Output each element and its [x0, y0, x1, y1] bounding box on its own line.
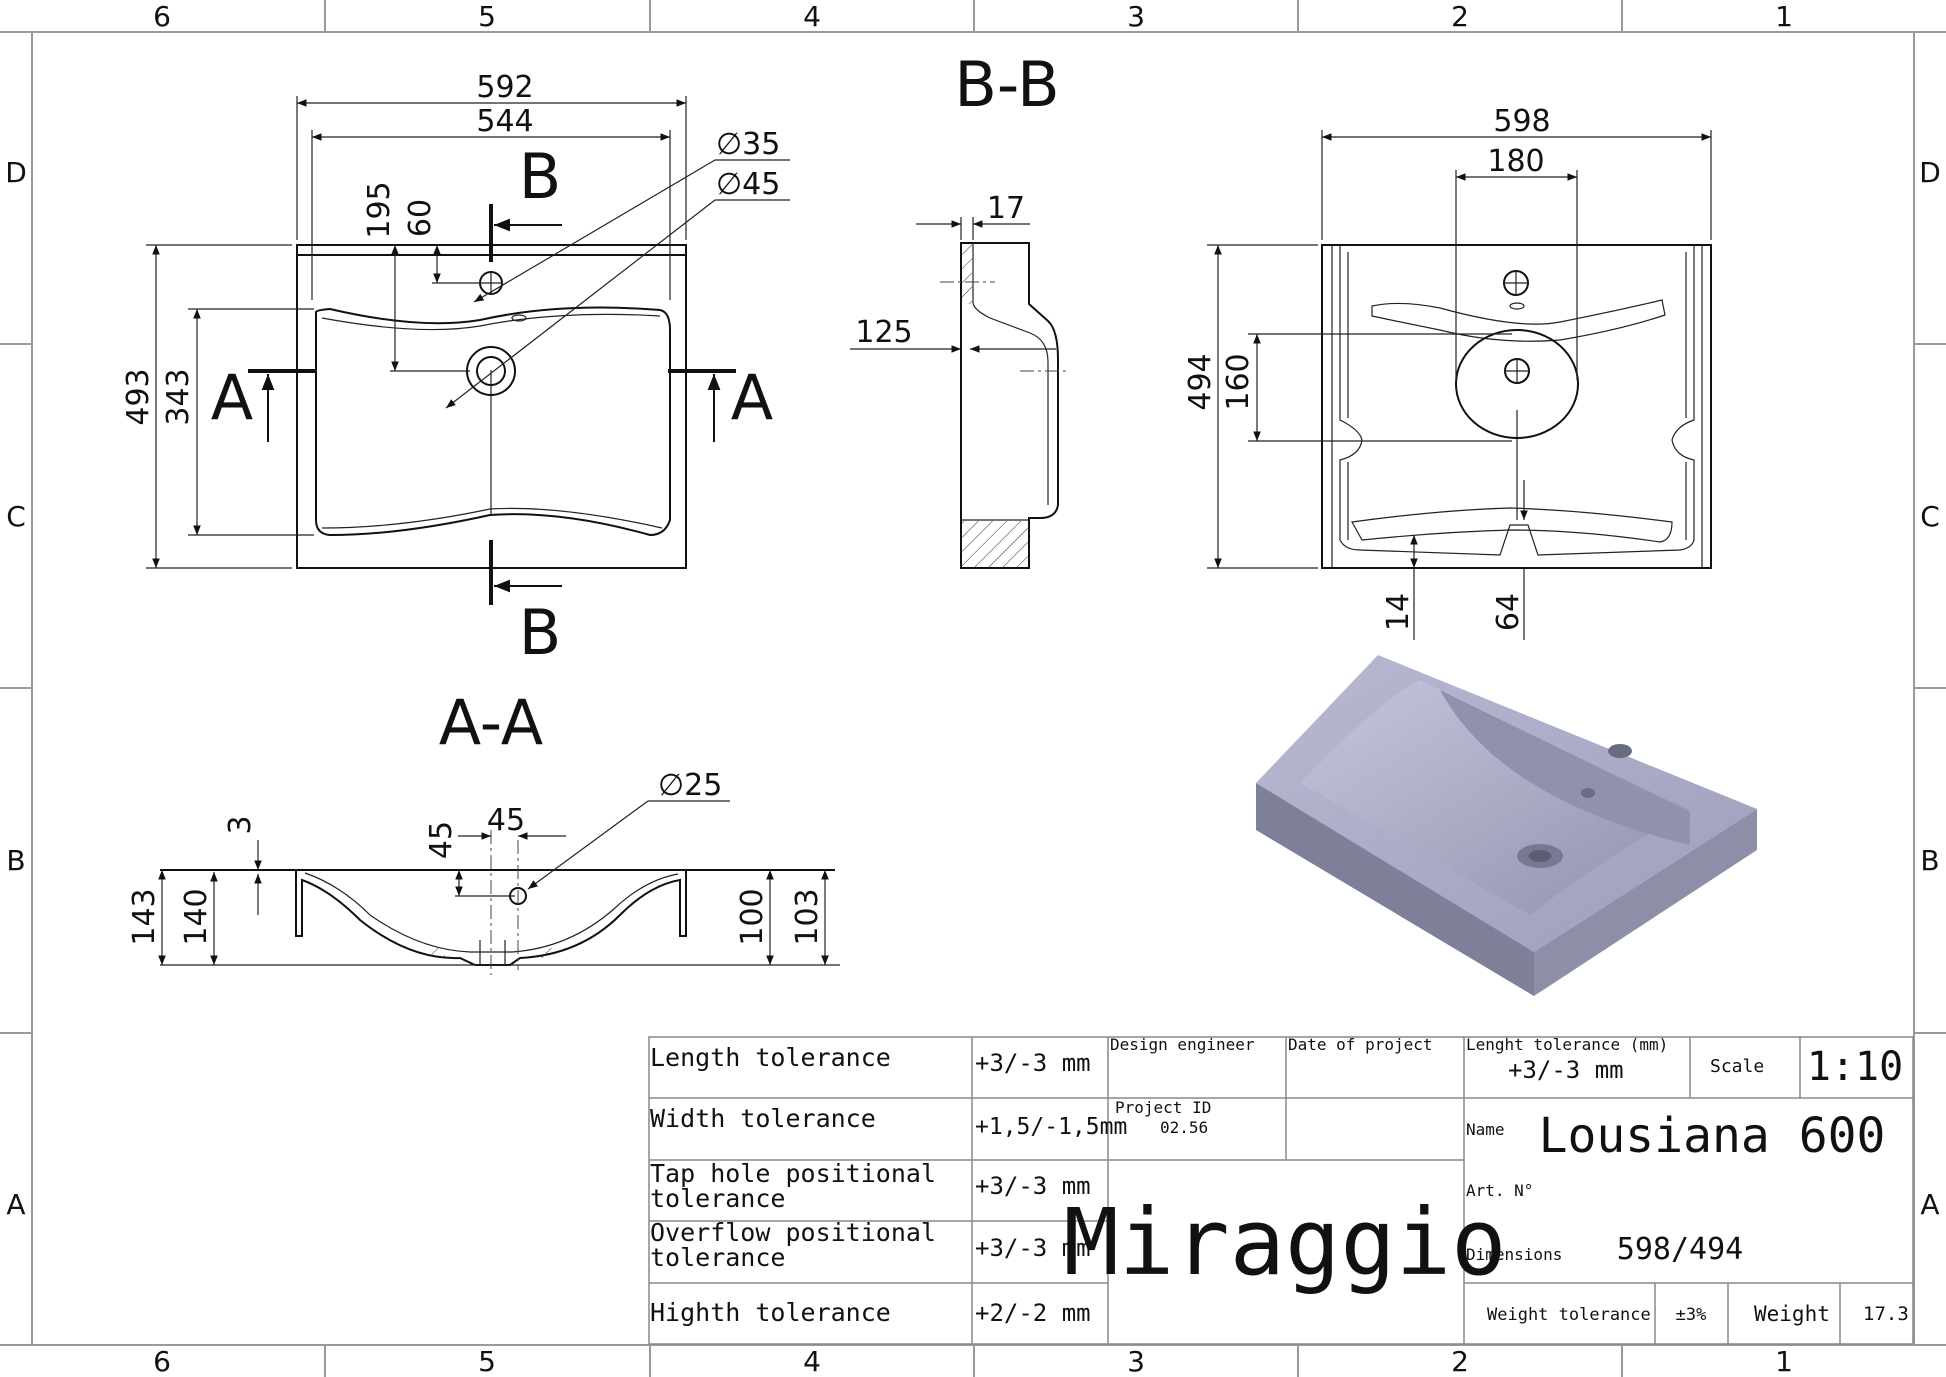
zone-col-top: 4: [803, 0, 821, 33]
tol-value-length: +3/-3 mm: [975, 1049, 1091, 1077]
scale-label: Scale: [1710, 1056, 1764, 1077]
section-bb-title: B-B: [954, 48, 1059, 121]
dim-top-inner-width: 544: [476, 104, 533, 139]
zone-col-bottom: 6: [153, 1345, 171, 1377]
tol-label-width: Width tolerance: [650, 1104, 876, 1133]
weight-value: 17.3: [1863, 1303, 1909, 1325]
title-block: Length tolerance +3/-3 mm Width toleranc…: [648, 1035, 1914, 1345]
dim-top-overflow-offset: 60: [403, 199, 438, 237]
tol-value-height: +2/-2 mm: [975, 1299, 1091, 1327]
bottom-view: 598 180 494 160 14 64: [1183, 104, 1712, 640]
section-mark-a-left: A: [211, 361, 253, 434]
section-bb: B-B 17 125: [850, 48, 1070, 569]
dim-bb-overflow-depth: 125: [855, 315, 912, 350]
dimensions-label: Dimensions: [1466, 1245, 1562, 1264]
zone-col-top: 5: [478, 0, 496, 33]
weight-label: Weight: [1754, 1302, 1830, 1326]
zone-row-right: A: [1920, 1188, 1939, 1221]
zone-col-bottom: 4: [803, 1345, 821, 1377]
zone-col-bottom: 5: [478, 1345, 496, 1377]
dim-aa-drain-offset-v: 45: [424, 821, 459, 859]
zone-col-bottom: 3: [1127, 1345, 1145, 1377]
dim-bottom-overall-width: 598: [1493, 104, 1550, 139]
date-of-project-label: Date of project: [1288, 1035, 1433, 1054]
zone-row-left: A: [6, 1188, 25, 1221]
tol-value-tap-hole: +3/-3 mm: [975, 1172, 1091, 1200]
dim-bb-wall: 17: [987, 191, 1025, 226]
project-id-value: 02.56: [1160, 1118, 1208, 1137]
dim-top-tap-offset: 195: [362, 181, 397, 238]
dim-bottom-overall-depth: 494: [1183, 353, 1218, 410]
dimensions-value: 598/494: [1617, 1232, 1743, 1267]
zone-col-bottom: 1: [1775, 1345, 1793, 1377]
tol-value-width: +1,5/-1,5mm: [975, 1114, 1127, 1140]
weight-tolerance-label: Weight tolerance: [1487, 1305, 1651, 1325]
zone-col-top: 6: [153, 0, 171, 33]
dim-bottom-bowl-offset: 160: [1221, 353, 1256, 410]
brand-logo-text: Miraggio: [1063, 1189, 1506, 1296]
dim-top-overall-width: 592: [476, 70, 533, 105]
dim-aa-side-height: 100: [735, 888, 770, 945]
zone-row-left: D: [5, 156, 27, 189]
art-label: Art. N°: [1466, 1181, 1533, 1200]
name-label: Name: [1466, 1120, 1505, 1139]
tol-label-overflow: Overflow positional: [650, 1218, 936, 1247]
zone-row-left: C: [6, 500, 26, 533]
name-value: Lousiana 600: [1539, 1108, 1886, 1164]
basin-3d-render: [1256, 655, 1757, 996]
dim-aa-overall-height: 143: [127, 888, 162, 945]
dim-top-drain-hole: ∅45: [716, 167, 780, 202]
weight-tolerance-value: ±3%: [1676, 1305, 1707, 1325]
zone-labels: 6 5 4 3 2 1 6 5 4 3 2 1 D C B A D C B A: [5, 0, 1941, 1377]
zone-col-top: 2: [1451, 0, 1469, 33]
dim-bottom-notch: 64: [1491, 593, 1526, 631]
zone-row-right: D: [1919, 156, 1941, 189]
dim-top-tap-hole: ∅35: [716, 127, 780, 162]
project-id-label: Project ID: [1115, 1098, 1211, 1117]
tol-label-overflow-line2: tolerance: [650, 1243, 785, 1272]
zone-col-top: 3: [1127, 0, 1145, 33]
zone-row-right: C: [1920, 500, 1940, 533]
dim-bottom-drain-spacing: 180: [1487, 144, 1544, 179]
length-tolerance-value: +3/-3 mm: [1508, 1056, 1624, 1084]
top-view: B B A A 592 544 195 60 493 3: [121, 70, 790, 669]
zone-col-top: 1: [1775, 0, 1793, 33]
zone-col-bottom: 2: [1451, 1345, 1469, 1377]
dim-aa-bowl-height: 140: [179, 888, 214, 945]
dim-aa-side-overall: 103: [790, 888, 825, 945]
dim-aa-drain-hole: ∅25: [658, 768, 722, 803]
section-mark-b-top: B: [519, 140, 562, 213]
section-mark-a-right: A: [731, 361, 773, 434]
tol-label-height: Highth tolerance: [650, 1298, 891, 1327]
zone-row-right: B: [1920, 844, 1939, 877]
tol-label-length: Length tolerance: [650, 1043, 891, 1072]
dim-aa-drain-offset-h: 45: [487, 803, 525, 838]
tol-label-tap-hole-line2: tolerance: [650, 1184, 785, 1213]
section-aa-title: A-A: [439, 686, 543, 759]
dim-top-bowl-depth: 343: [161, 368, 196, 425]
dim-aa-top-thickness: 3: [223, 815, 258, 834]
dim-top-overall-depth: 493: [121, 368, 156, 425]
length-tolerance-label: Lenght tolerance (mm): [1466, 1035, 1668, 1054]
tol-label-tap-hole: Tap hole positional: [650, 1159, 936, 1188]
zone-row-left: B: [6, 844, 25, 877]
tol-value-overflow: +3/-3 mm: [975, 1234, 1091, 1262]
dim-bottom-front-lip: 14: [1381, 593, 1416, 631]
section-aa: A-A 3 143 140 45 45 ∅25 100: [127, 686, 840, 975]
section-mark-b-bottom: B: [519, 596, 562, 669]
scale-value: 1:10: [1807, 1044, 1903, 1090]
design-engineer-label: Design engineer: [1110, 1035, 1255, 1054]
